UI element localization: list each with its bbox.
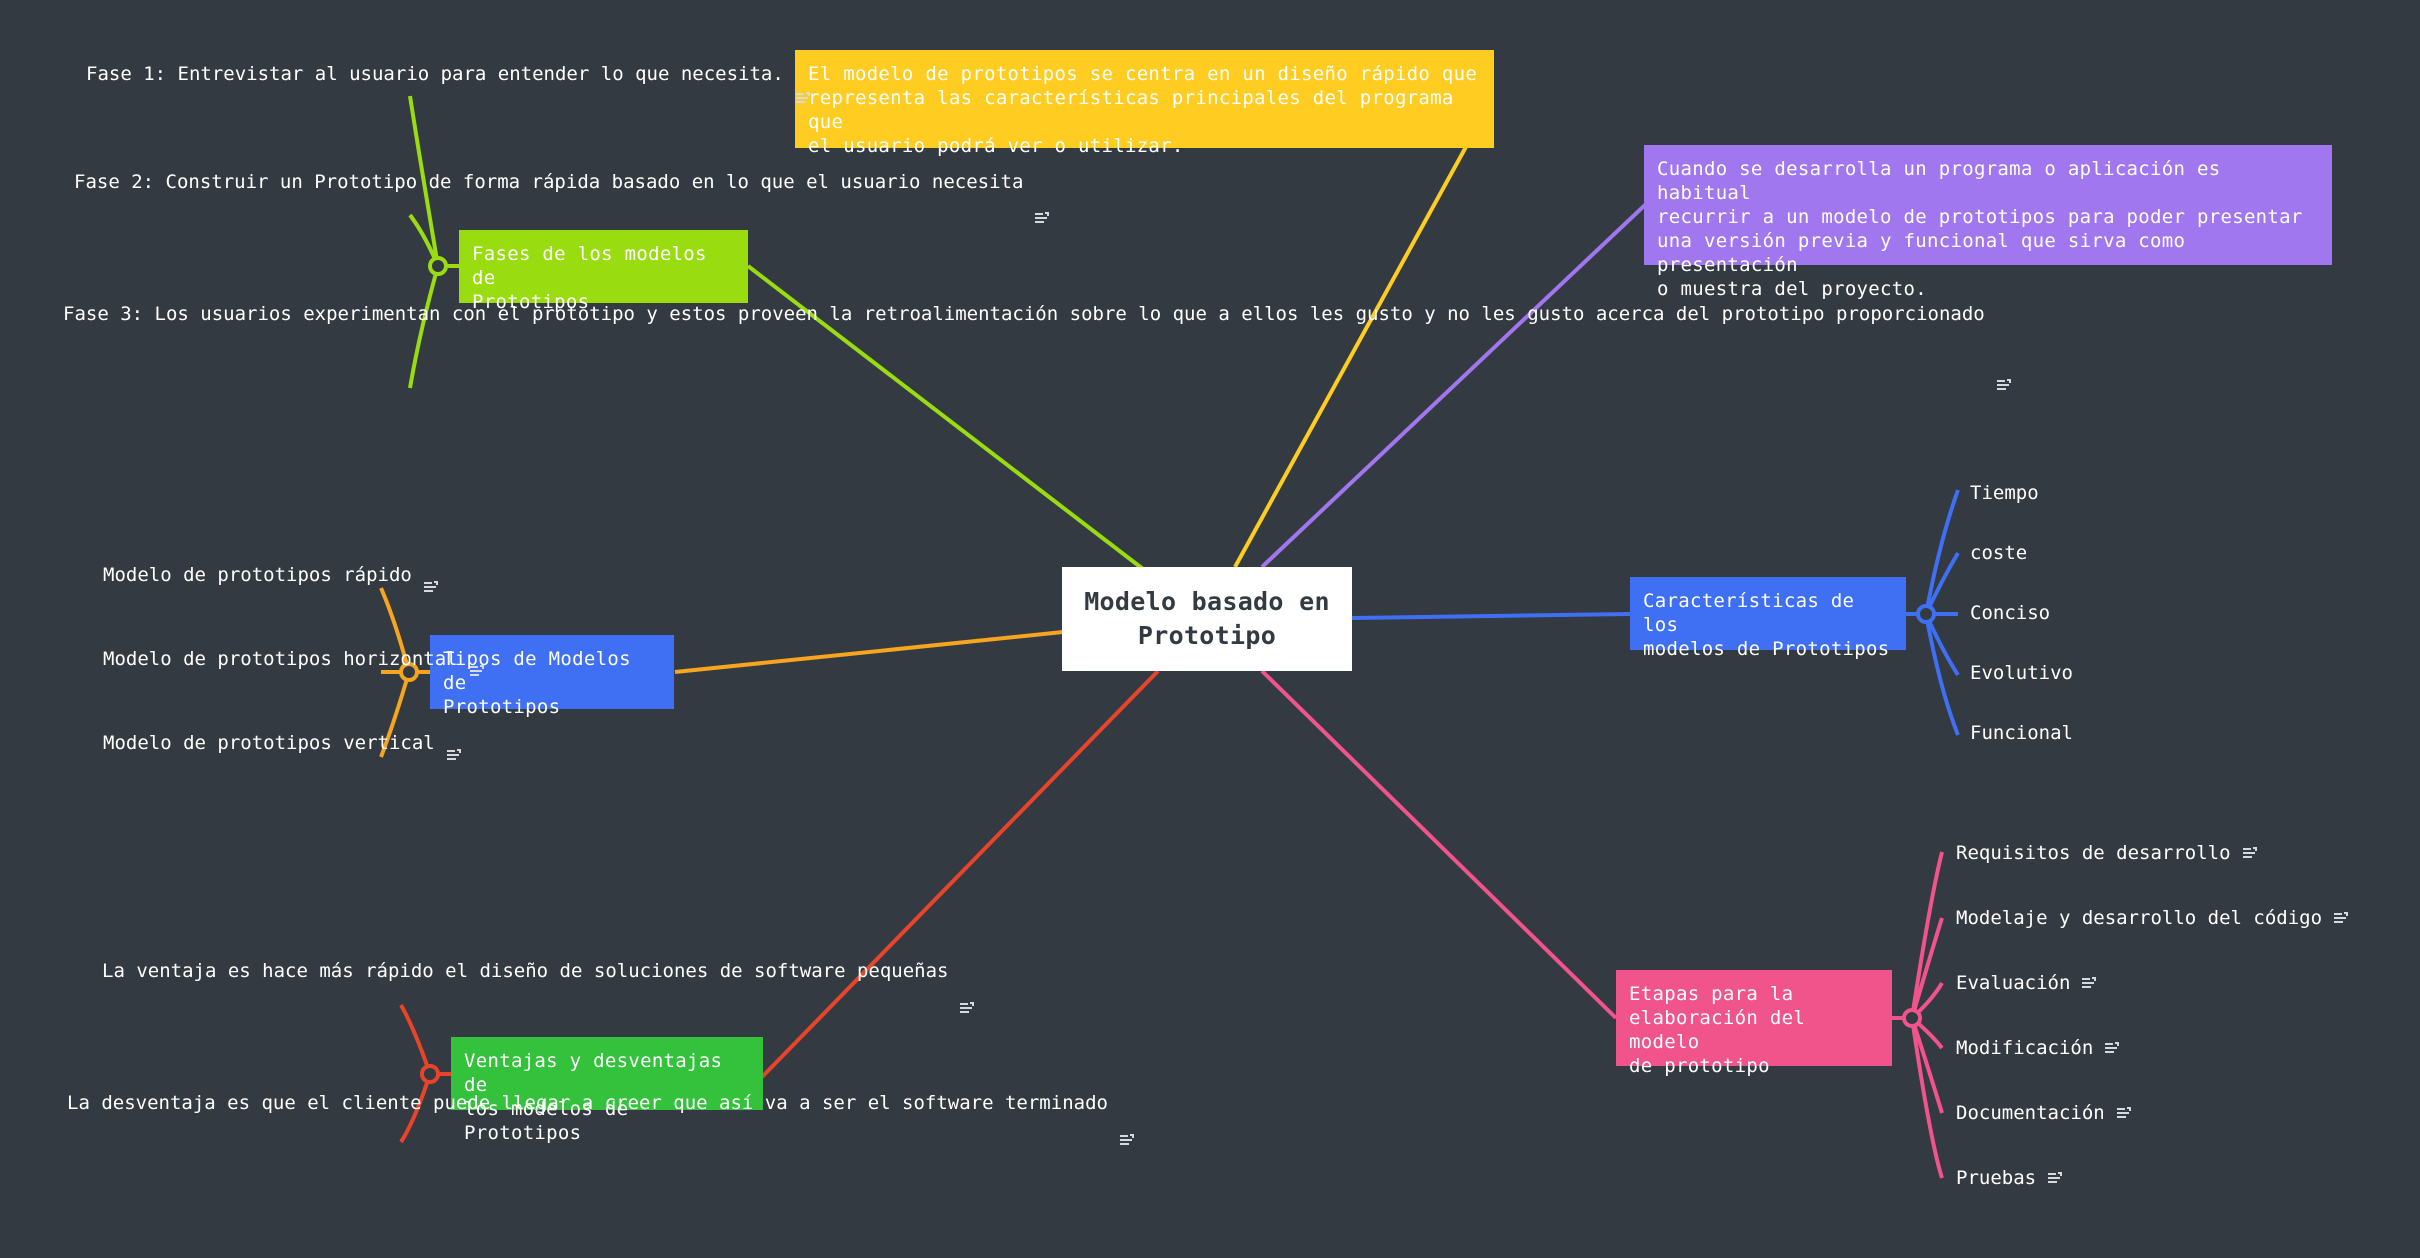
- etapas-hub[interactable]: [1902, 1008, 1922, 1028]
- leaf-label: Modelo de prototipos rápido: [103, 564, 412, 586]
- leaf-label: Pruebas: [1956, 1167, 2037, 1189]
- leaf-label: Funcional: [1970, 722, 2073, 744]
- leaf-label: La desventaja es que el cliente puede ll…: [67, 1092, 1108, 1114]
- tipos-item[interactable]: Modelo de prototipos rápido: [103, 563, 438, 593]
- leaf-label: Evolutivo: [1970, 662, 2073, 684]
- link-tipos: [674, 630, 1064, 674]
- caracteristicas-item[interactable]: Conciso: [1970, 601, 2050, 625]
- etapas-item[interactable]: Documentación: [1956, 1101, 2131, 1125]
- tipos-item[interactable]: Modelo de prototipos vertical: [103, 731, 461, 761]
- note-icon[interactable]: [2334, 912, 2349, 924]
- leaf-label: Fase 1: Entrevistar al usuario para ente…: [86, 63, 784, 85]
- topic-tipos[interactable]: Tipos de Modelos de Prototipos: [430, 635, 674, 718]
- note-icon[interactable]: [423, 581, 438, 593]
- ventajas-hub[interactable]: [420, 1064, 440, 1084]
- tipos-hub[interactable]: [399, 662, 419, 682]
- link-etapas: [1260, 669, 1618, 1020]
- caracteristicas-hub[interactable]: [1916, 604, 1936, 624]
- link-ventajas: [760, 669, 1160, 1079]
- etapas-item[interactable]: Modelaje y desarrollo del código: [1956, 906, 2349, 930]
- etapas-item[interactable]: Pruebas: [1956, 1166, 2063, 1190]
- caracteristicas-item[interactable]: Evolutivo: [1970, 661, 2073, 685]
- note-icon[interactable]: [795, 92, 810, 104]
- definition-note[interactable]: El modelo de prototipos se centra en un …: [795, 50, 1494, 157]
- note-icon[interactable]: [2116, 1107, 2131, 1119]
- leaf-label: La ventaja es hace más rápido el diseño …: [102, 960, 949, 982]
- caracteristicas-item[interactable]: Funcional: [1970, 721, 2073, 745]
- link-definition: [1233, 144, 1469, 568]
- etapas-item[interactable]: Evaluación: [1956, 971, 2097, 995]
- leaf-label: Documentación: [1956, 1102, 2105, 1124]
- leaf-label: Modelo de prototipos horizontal: [103, 648, 458, 670]
- tipos-item[interactable]: Modelo de prototipos horizontal: [103, 647, 484, 677]
- etapas-item[interactable]: Modificación: [1956, 1036, 2120, 1060]
- note-icon[interactable]: [2242, 847, 2257, 859]
- leaf-label: Fase 2: Construir un Prototipo de forma …: [74, 171, 1024, 193]
- leaf-label: Requisitos de desarrollo: [1956, 842, 2231, 864]
- leaf-label: Modificación: [1956, 1037, 2094, 1059]
- fases-item[interactable]: Fase 1: Entrevistar al usuario para ente…: [86, 62, 810, 104]
- fases-hub[interactable]: [428, 256, 448, 276]
- note-icon[interactable]: [1119, 1134, 1134, 1146]
- central-topic[interactable]: Modelo basado en Prototipo: [1062, 567, 1352, 671]
- link-usage: [1260, 203, 1647, 569]
- note-icon[interactable]: [2048, 1172, 2063, 1184]
- fases-item[interactable]: Fase 3: Los usuarios experimentan con el…: [63, 302, 2011, 391]
- leaf-label: Fase 3: Los usuarios experimentan con el…: [63, 303, 1985, 325]
- note-icon[interactable]: [446, 749, 461, 761]
- topic-caracteristicas[interactable]: Características de los modelos de Protot…: [1630, 577, 1906, 660]
- ventajas-item[interactable]: La desventaja es que el cliente puede ll…: [67, 1091, 1134, 1146]
- fases-item[interactable]: Fase 2: Construir un Prototipo de forma …: [74, 170, 1050, 224]
- topic-fases[interactable]: Fases de los modelos de Prototipos: [459, 230, 748, 313]
- topic-etapas[interactable]: Etapas para la elaboración del modelo de…: [1616, 970, 1892, 1077]
- usage-note[interactable]: Cuando se desarrolla un programa o aplic…: [1644, 145, 2332, 300]
- note-icon[interactable]: [960, 1002, 975, 1014]
- note-icon[interactable]: [2082, 977, 2097, 989]
- note-icon[interactable]: [2105, 1042, 2120, 1054]
- leaf-label: Modelo de prototipos vertical: [103, 732, 435, 754]
- leaf-label: Conciso: [1970, 602, 2051, 624]
- topic-ventajas[interactable]: Ventajas y desventajas de los modelos de…: [451, 1037, 763, 1144]
- note-icon[interactable]: [469, 665, 484, 677]
- link-fases: [746, 264, 1145, 571]
- caracteristicas-item[interactable]: coste: [1970, 541, 2027, 565]
- etapas-item[interactable]: Requisitos de desarrollo: [1956, 841, 2257, 865]
- note-icon[interactable]: [1035, 212, 1050, 224]
- leaf-label: Tiempo: [1970, 482, 2039, 504]
- leaf-label: coste: [1970, 542, 2028, 564]
- leaf-label: Evaluación: [1956, 972, 2071, 994]
- link-caracteristicas: [1351, 612, 1631, 620]
- caracteristicas-item[interactable]: Tiempo: [1970, 481, 2039, 505]
- note-icon[interactable]: [1996, 379, 2011, 391]
- ventajas-item[interactable]: La ventaja es hace más rápido el diseño …: [102, 959, 975, 1014]
- leaf-label: Modelaje y desarrollo del código: [1956, 907, 2323, 929]
